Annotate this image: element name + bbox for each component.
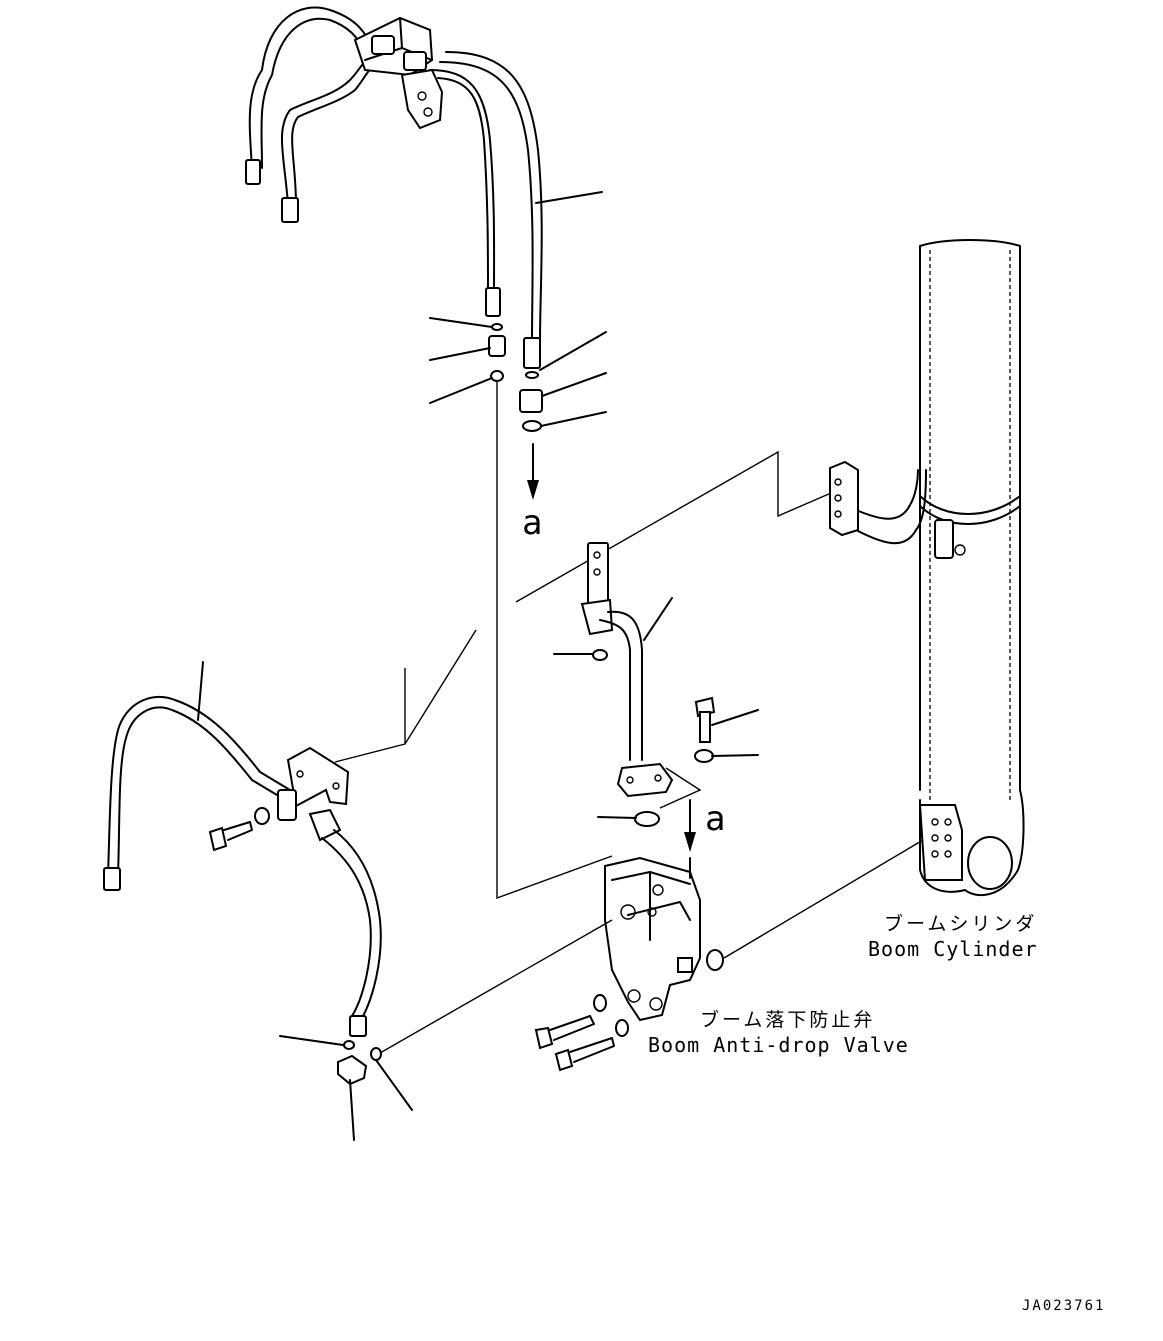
arrow-a-lower: a: [684, 799, 725, 852]
o-ring-pipe: [592, 649, 608, 661]
upper-hose-assembly: [245, 6, 603, 369]
arrow-a-upper: a: [522, 443, 542, 543]
anti-drop-valve-label-jp: ブーム落下防止弁: [700, 1008, 875, 1031]
o-ring-cylinder: [706, 949, 724, 971]
drawing-id: JA023761: [1022, 1298, 1105, 1314]
o-ring-small-1: [491, 323, 503, 331]
o-ring-1: [490, 370, 504, 382]
steel-pipe: [553, 542, 759, 827]
lower-hose-assembly: [103, 629, 613, 1141]
elbow-fitting-1: [488, 335, 506, 357]
o-ring-small-2: [525, 371, 539, 379]
boom-cylinder-label-jp: ブームシリンダ: [884, 912, 1037, 935]
upper-fittings: [429, 317, 613, 900]
arrow-label-upper: a: [522, 503, 542, 543]
arrow-label-lower: a: [705, 799, 725, 839]
connection-line-upper: [515, 450, 839, 603]
elbow-fitting-2: [519, 389, 543, 413]
boom-cylinder: ブームシリンダ Boom Cylinder: [706, 239, 1038, 971]
boom-anti-drop-valve: ブーム落下防止弁 Boom Anti-drop Valve: [534, 856, 909, 1072]
anti-drop-valve-label-en: Boom Anti-drop Valve: [648, 1033, 909, 1057]
o-ring-flange: [634, 811, 660, 827]
boom-cylinder-label-en: Boom Cylinder: [868, 937, 1038, 961]
o-ring-2: [522, 420, 542, 432]
